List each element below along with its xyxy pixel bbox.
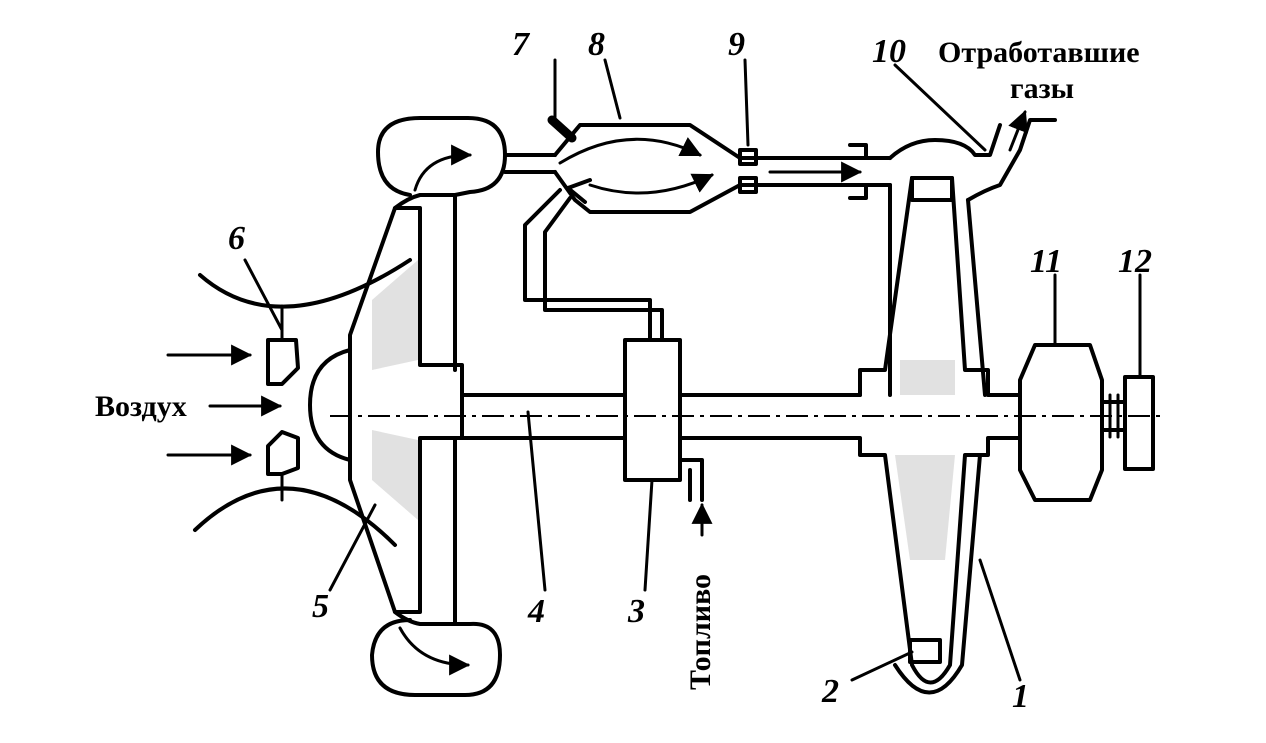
label-6: 6 <box>228 220 245 257</box>
intake-guide-lower <box>193 486 397 547</box>
exhaust-label-line2: газы <box>1010 72 1075 105</box>
label-8: 8 <box>588 26 605 63</box>
compressor-impeller <box>348 206 464 614</box>
label-4: 4 <box>528 593 545 630</box>
combustion-chamber <box>553 123 892 160</box>
label-11: 11 <box>1030 243 1063 280</box>
turbine-blade-tip-upper <box>910 176 954 202</box>
compressor-volute-upper <box>376 116 507 197</box>
turbine-blade-tip-lower <box>908 638 942 664</box>
fuel-injector <box>566 178 592 204</box>
shaft <box>460 393 627 440</box>
exhaust-arrow <box>1008 110 1028 152</box>
load-device <box>1123 375 1155 471</box>
inlet-guide-vane-upper <box>266 338 300 386</box>
inlet-guide-vane-lower <box>266 430 300 476</box>
compressor-volute-lower <box>370 618 502 697</box>
sensor-9-lower <box>738 176 758 194</box>
label-3: 3 <box>628 593 645 630</box>
label-1: 1 <box>1012 678 1029 715</box>
label-9: 9 <box>728 26 745 63</box>
generator <box>1018 343 1104 502</box>
air-label: Воздух <box>95 390 187 423</box>
fuel-pump <box>623 338 682 482</box>
sensor-9-upper <box>738 148 758 166</box>
compressor-hub-nose <box>308 348 352 462</box>
label-10: 10 <box>872 33 906 70</box>
intake-guide-upper <box>198 258 412 309</box>
label-2: 2 <box>822 673 839 710</box>
fuel-inlet-pipe <box>678 458 704 502</box>
label-7: 7 <box>512 26 529 63</box>
label-12: 12 <box>1118 243 1152 280</box>
exhaust-label-line1: Отработавшие <box>938 36 1140 69</box>
compressor-casing <box>393 193 457 372</box>
fuel-line <box>523 188 652 342</box>
fuel-label: Топливо <box>684 573 717 690</box>
spark-plug <box>547 115 577 143</box>
turbine-wheel <box>678 176 1022 685</box>
label-5: 5 <box>312 588 329 625</box>
turbine-casing <box>888 123 1002 160</box>
